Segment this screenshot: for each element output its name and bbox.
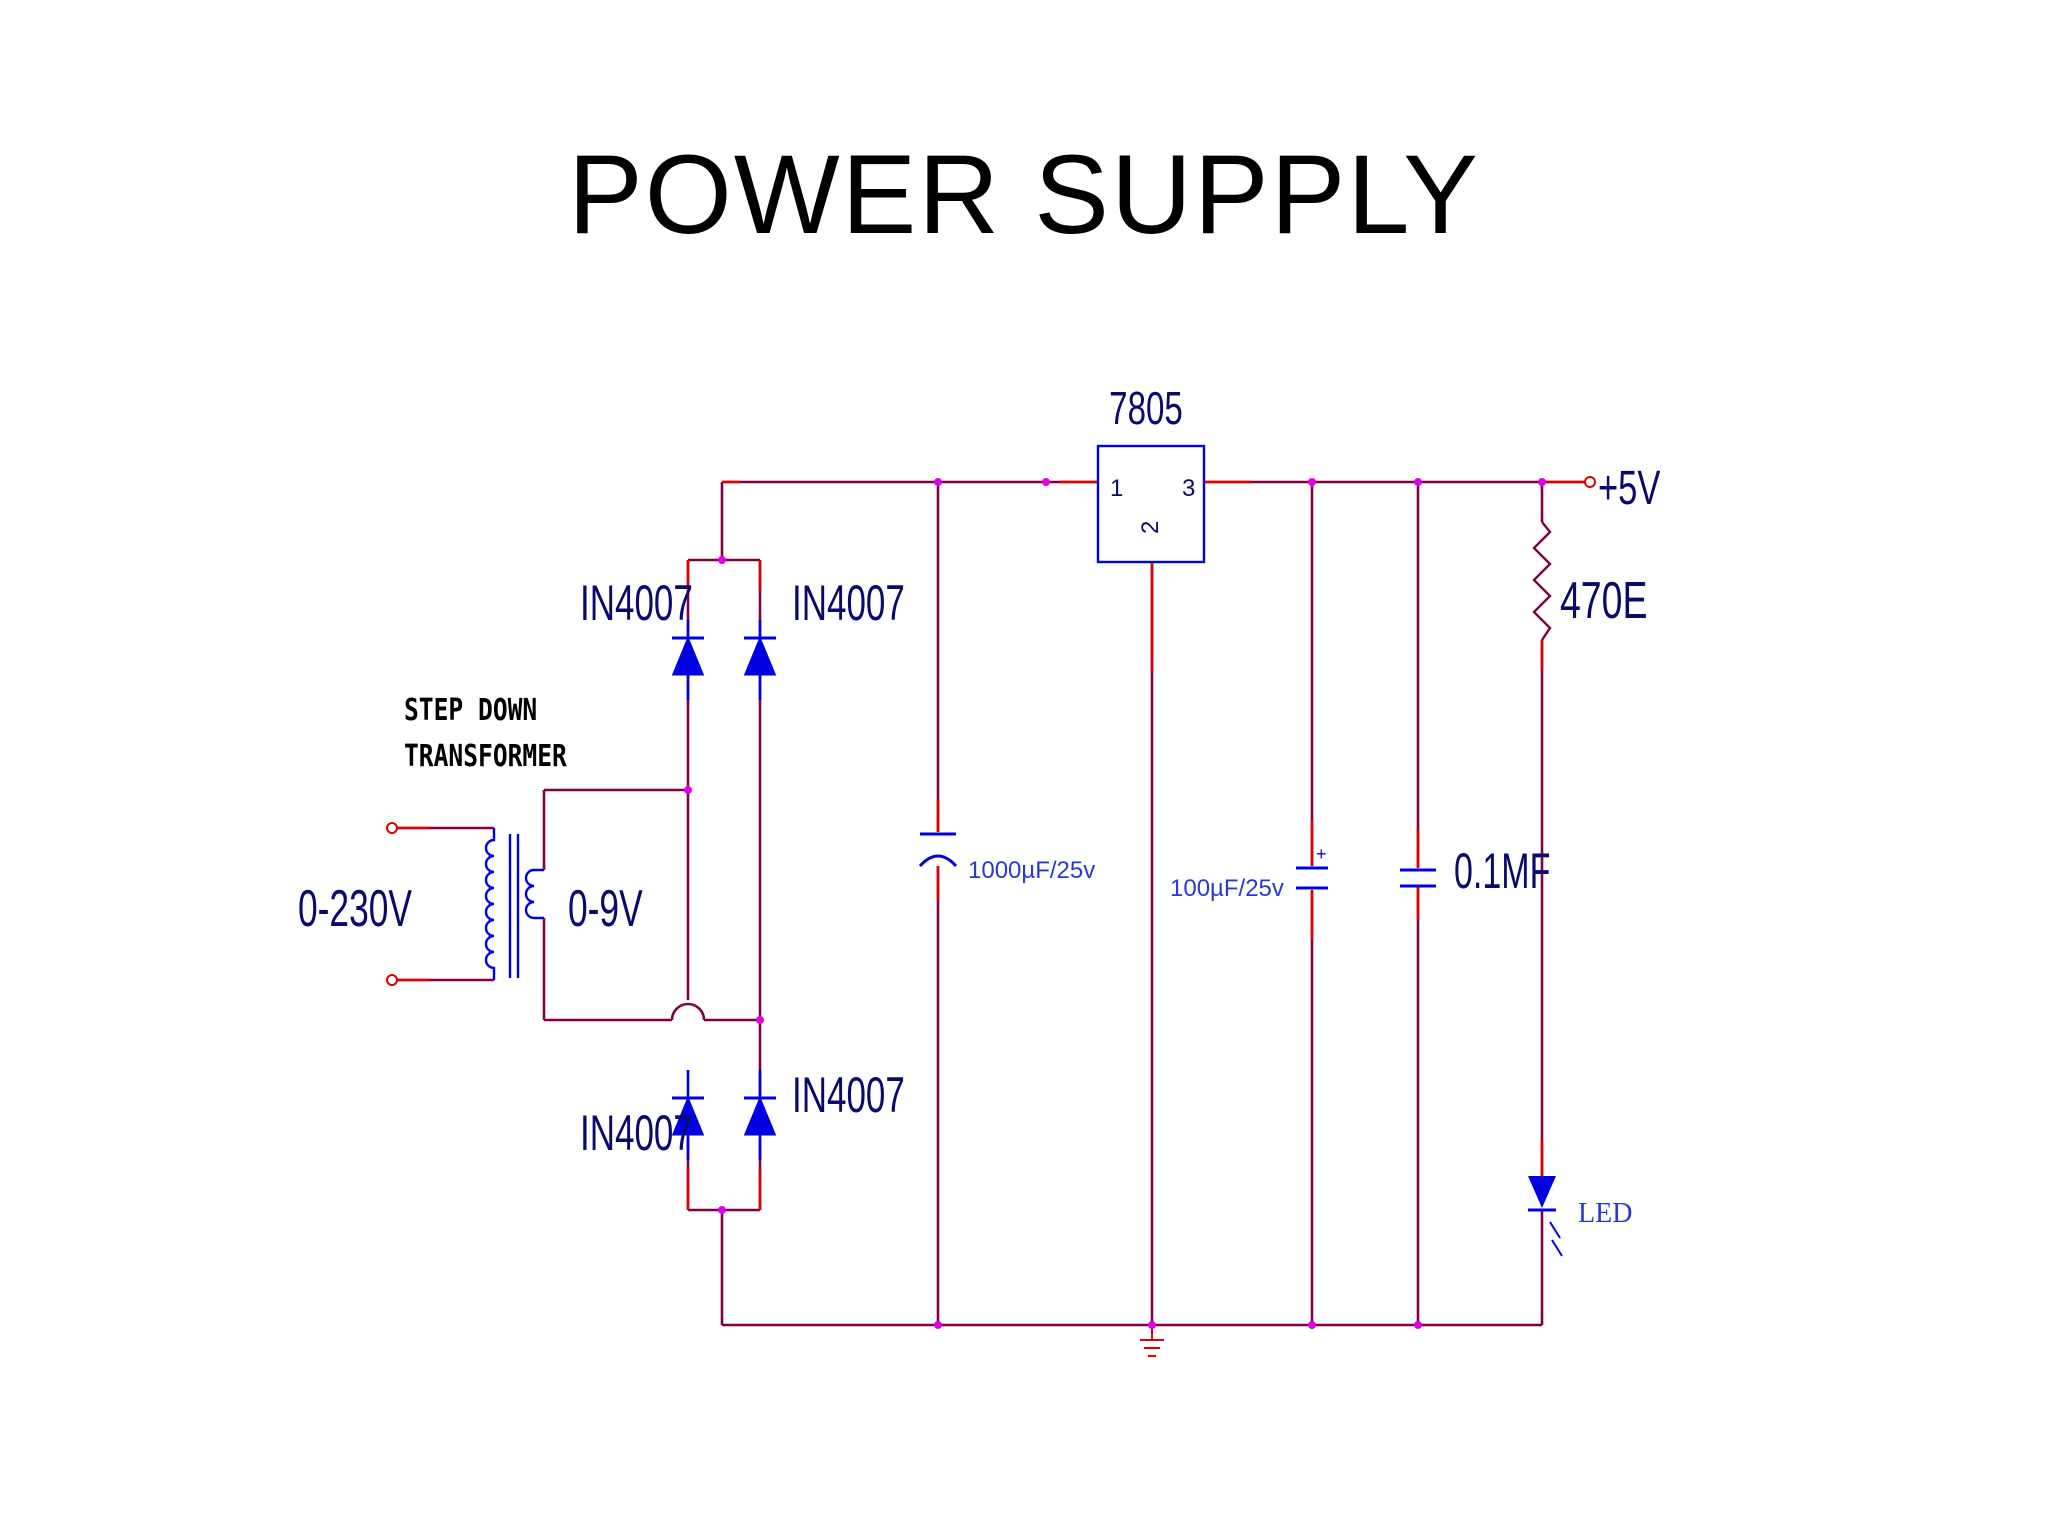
input-voltage-label: 0-230V [298,880,412,937]
junction-dot [1308,478,1316,486]
output-label: +5V [1598,460,1661,514]
diode-bottom-left-label: IN4007 [580,1106,693,1162]
bridge-rectifier [671,636,777,1136]
slide-title: POWER SUPPLY [568,132,1480,257]
junction-dot [718,1206,726,1214]
regulator-body [1096,444,1206,564]
led-arrow-2 [1551,1239,1563,1257]
step-down-transformer: STEP DOWN TRANSFORMER [404,694,567,980]
bridge-diode-leads [686,620,762,1160]
resistor-label: 470E [1560,571,1647,630]
output-terminal-circle [1584,476,1596,488]
diode-top-right-triangle [743,636,777,676]
junction-dots [684,478,1546,1329]
diode-bottom-right-triangle [743,1096,777,1136]
regulator-pin2-label: 2 [1137,521,1164,534]
red-segments [394,480,1584,1210]
diode-top-left [671,636,705,676]
junction-dot [1414,478,1422,486]
input-terminal-top [386,822,398,834]
junction-dot [1308,1321,1316,1329]
ground-symbol [1140,1325,1164,1357]
wire-crossover-hop [670,1002,706,1021]
capacitor-0-1mf [1400,868,1436,888]
junction-dot [934,1321,942,1329]
transformer-secondary-coil [524,868,544,920]
capacitor-1000uf [918,832,958,868]
diode-top-left-label: IN4007 [580,576,693,632]
input-terminals [386,822,398,986]
diode-bottom-right [743,1096,777,1136]
cap3-label: 0.1MF [1454,844,1550,900]
input-terminal-bottom [386,974,398,986]
regulator-label: 7805 [1109,384,1183,434]
secondary-voltage-label: 0-9V [568,880,643,937]
junction-dot [718,556,726,564]
cap2-polarity-mark: + [1316,844,1327,864]
diode-top-right-label: IN4007 [792,576,905,632]
resistor-zigzag [1532,521,1552,641]
junction-dot [1148,1321,1156,1329]
transformer-label-line1: STEP DOWN [404,694,537,728]
cap1-label: 1000µF/25v [968,857,1095,884]
led-label: LED [1578,1198,1632,1229]
junction-dot [1414,1321,1422,1329]
cap2-label: 100µF/25v [1170,875,1284,902]
junction-dot [934,478,942,486]
capacitor-100uf [1296,866,1328,890]
led-triangle [1528,1176,1556,1208]
resistor-470e: 470E [1532,521,1647,641]
diode-top-right [743,636,777,676]
cap1-plate-bottom [918,854,958,868]
junction-dot [684,786,692,794]
voltage-regulator: 7805 1 3 2 [1096,384,1206,564]
junction-dot [1042,478,1050,486]
led-arrow-1 [1549,1221,1561,1239]
transformer-primary-coil [484,828,496,980]
junction-dot [756,1016,764,1024]
transformer-label-line2: TRANSFORMER [404,740,567,774]
regulator-pin3-label: 3 [1182,475,1195,502]
regulator-pin1-label: 1 [1110,475,1123,502]
diode-bottom-right-label: IN4007 [792,1068,905,1124]
diode-top-left-triangle [671,636,705,676]
led-arrows [1549,1221,1563,1257]
output-terminal: +5V [1584,460,1661,514]
led: LED [1528,1176,1632,1257]
junction-dot [1538,478,1546,486]
